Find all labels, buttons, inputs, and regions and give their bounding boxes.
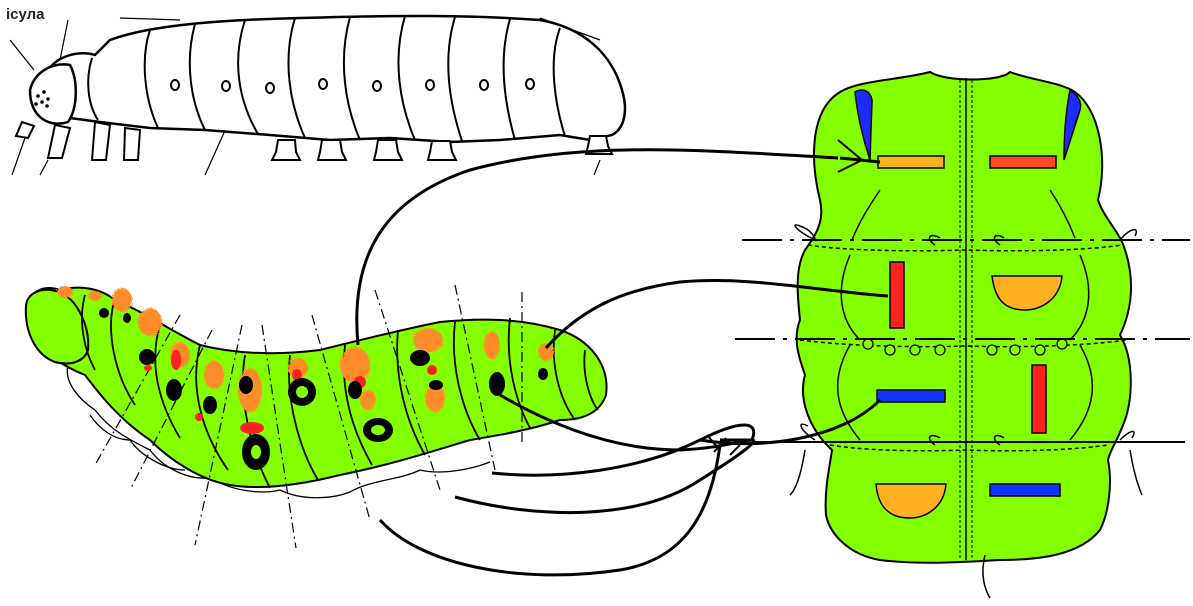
jacket-body bbox=[797, 72, 1131, 563]
outline-body bbox=[39, 16, 625, 142]
pocket-mid-left bbox=[890, 262, 904, 328]
green-jacket-icon bbox=[735, 72, 1190, 598]
caterpillar-body bbox=[30, 288, 607, 487]
pocket-top-left bbox=[878, 156, 944, 168]
pocket-bottom-right bbox=[990, 484, 1060, 496]
pocket-low-left bbox=[877, 390, 945, 402]
pocket-low-right bbox=[1032, 365, 1046, 433]
pocket-top-right bbox=[990, 156, 1056, 168]
outline-true-legs bbox=[16, 122, 140, 160]
outline-head bbox=[30, 64, 76, 123]
caterpillar-outline-icon bbox=[10, 16, 625, 175]
corner-label: ісула bbox=[6, 6, 45, 23]
